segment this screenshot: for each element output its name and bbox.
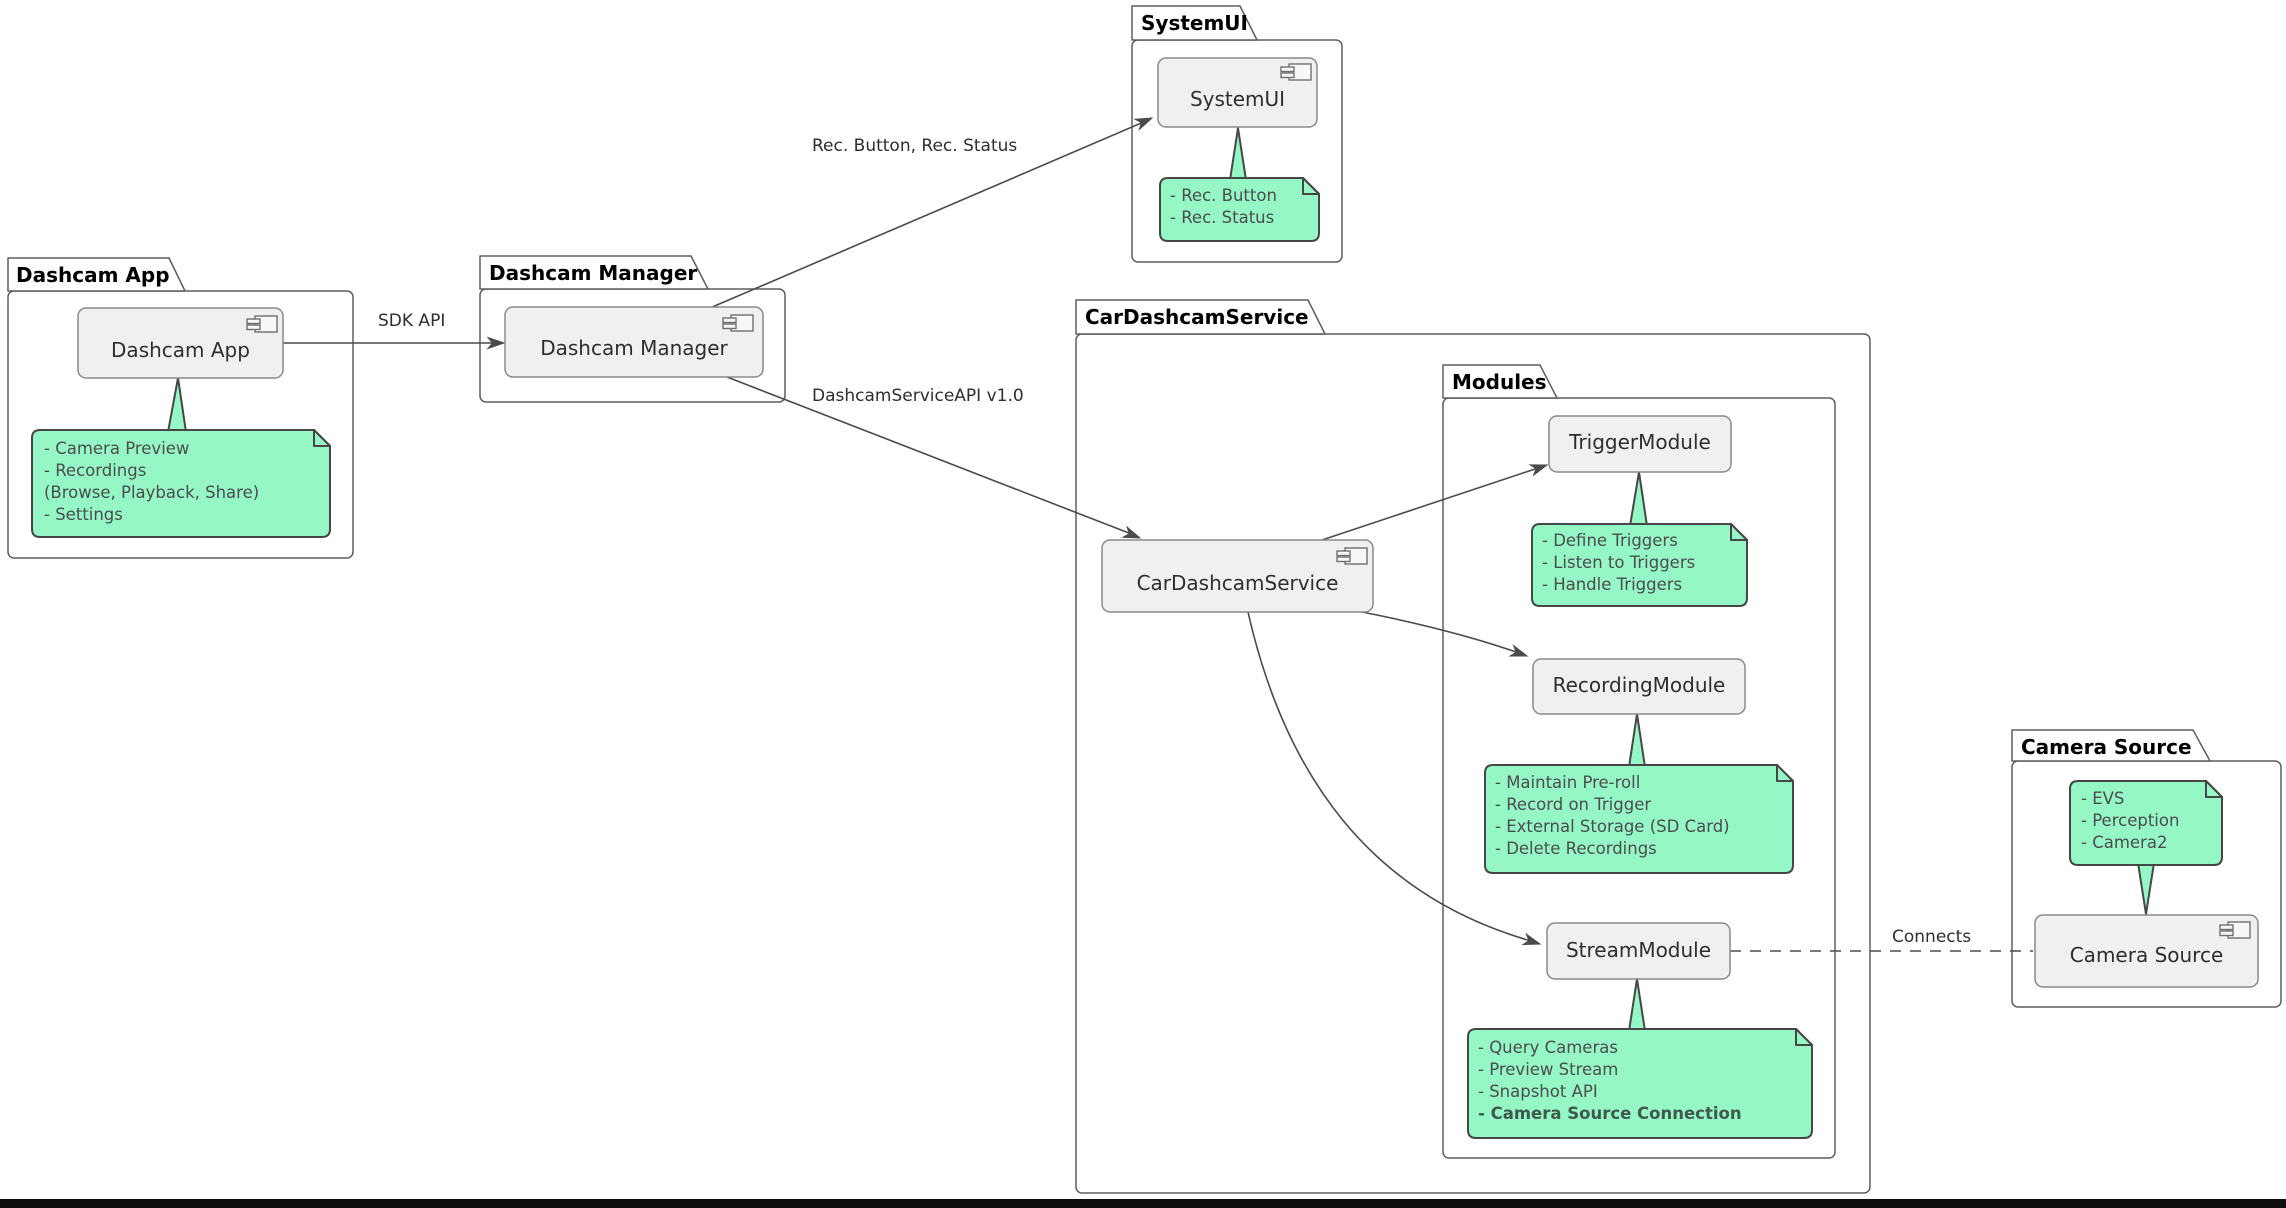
note-line: - EVS [2081, 789, 2125, 808]
note-line: - Rec. Status [1170, 208, 1275, 227]
note-line: - Snapshot API [1478, 1082, 1598, 1101]
edge-service-api [726, 376, 1135, 536]
edge-label-rec-controls: Rec. Button, Rec. Status [812, 136, 1018, 156]
note-line: - Recordings [44, 461, 147, 480]
arrowhead [1133, 117, 1154, 131]
component-camera-source [2034, 914, 2259, 988]
component-stream-module [1546, 922, 1731, 980]
arrowhead [1508, 644, 1529, 657]
note-dashcam-app [31, 377, 331, 538]
package-title-modules: Modules [1452, 370, 1547, 394]
component-label-trigger-module: TriggerModule [1569, 430, 1711, 454]
note-recording-module [1484, 713, 1794, 874]
note-text-systemui: - Rec. Button - Rec. Status [1170, 185, 1277, 229]
component-icon [722, 314, 754, 332]
component-icon [1280, 63, 1312, 81]
component-label-car-dashcam-service: CarDashcamService [1136, 571, 1339, 595]
component-icon [1336, 547, 1368, 565]
note-line: - Camera Source Connection [1478, 1104, 1742, 1123]
note-trigger-module [1531, 471, 1748, 607]
package-title-car-dashcam-service: CarDashcamService [1085, 305, 1309, 329]
note-line: - Camera2 [2081, 833, 2168, 852]
arrowhead [1528, 464, 1549, 477]
note-line: - Preview Stream [1478, 1060, 1619, 1079]
component-systemui [1157, 57, 1318, 128]
bottom-edge-bar [0, 1199, 2286, 1208]
note-line: - Handle Triggers [1542, 575, 1683, 594]
edge-label-service-api: DashcamServiceAPI v1.0 [812, 386, 1024, 406]
component-trigger-module [1548, 415, 1732, 473]
package-title-systemui: SystemUI [1141, 11, 1248, 35]
package-title-dashcam-app: Dashcam App [16, 263, 170, 287]
component-dashcam-manager [504, 306, 764, 378]
note-line: - External Storage (SD Card) [1495, 817, 1730, 836]
note-text-stream-module: - Query Cameras - Preview Stream - Snaps… [1478, 1037, 1742, 1125]
note-line: - Perception [2081, 811, 2180, 830]
component-label-dashcam-app: Dashcam App [111, 338, 250, 362]
note-text-dashcam-app: - Camera Preview - Recordings (Browse, P… [44, 438, 259, 526]
component-label-stream-module: StreamModule [1565, 938, 1712, 962]
edge-service-to-stream [1247, 611, 1532, 942]
arrowhead [1521, 932, 1542, 946]
component-dashcam-app [77, 307, 284, 379]
component-label-systemui: SystemUI [1189, 87, 1286, 111]
note-text-camera-source: - EVS - Perception - Camera2 [2081, 788, 2179, 854]
component-label-camera-source: Camera Source [2069, 943, 2224, 967]
note-systemui [1159, 127, 1320, 242]
note-text-recording-module: - Maintain Pre-roll - Record on Trigger … [1495, 772, 1730, 860]
note-line: - Camera Preview [44, 439, 190, 458]
note-line: - Maintain Pre-roll [1495, 773, 1641, 792]
component-icon [2219, 921, 2251, 939]
edge-label-connects: Connects [1892, 927, 1972, 947]
note-line: - Listen to Triggers [1542, 553, 1696, 572]
component-icon [246, 315, 278, 333]
note-line: - Rec. Button [1170, 186, 1277, 205]
package-title-camera-source: Camera Source [2021, 735, 2192, 759]
note-text-trigger-module: - Define Triggers - Listen to Triggers -… [1542, 530, 1695, 596]
edge-service-to-trigger [1321, 466, 1542, 541]
component-recording-module [1532, 658, 1746, 715]
edge-service-to-recording [1356, 610, 1520, 654]
edge-rec-controls [709, 120, 1147, 309]
note-line: - Record on Trigger [1495, 795, 1652, 814]
note-camera-source [2069, 780, 2223, 915]
package-title-dashcam-manager: Dashcam Manager [489, 261, 698, 285]
component-label-dashcam-manager: Dashcam Manager [540, 336, 728, 360]
note-line: - Query Cameras [1478, 1038, 1618, 1057]
arrowhead [486, 336, 506, 350]
component-car-dashcam-service [1101, 539, 1374, 613]
note-stream-module [1467, 978, 1813, 1139]
arrowhead [1121, 525, 1142, 539]
note-line: - Define Triggers [1542, 531, 1678, 550]
component-label-recording-module: RecordingModule [1552, 673, 1726, 697]
note-line: - Settings [44, 505, 123, 524]
note-line: - Delete Recordings [1495, 839, 1657, 858]
edge-label-sdk-api: SDK API [378, 311, 446, 331]
note-line: (Browse, Playback, Share) [44, 483, 260, 502]
